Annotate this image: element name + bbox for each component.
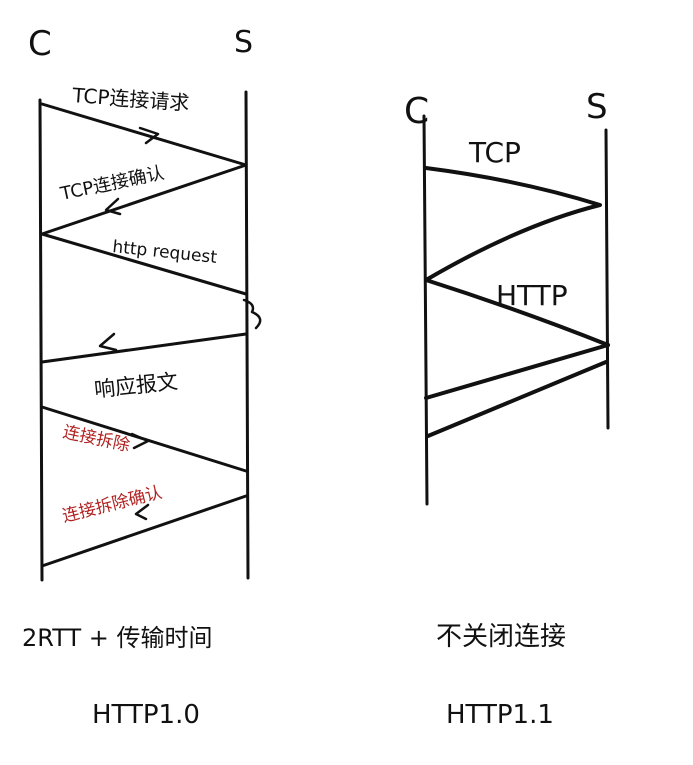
http11-http-request-line	[424, 278, 610, 347]
http10-wait-squiggle	[242, 298, 262, 330]
http10-client-timeline	[38, 98, 44, 582]
http11-http-response-line	[424, 343, 610, 400]
http10-teardown-confirm-arrowhead	[134, 503, 150, 521]
http10-diagram: C S TCP连接请求 TCP连接确认 http request 响应报文 连接…	[22, 24, 262, 730]
http10-response-arrowhead	[98, 332, 118, 352]
http10-tcp-request-line	[40, 102, 248, 167]
http10-teardown-confirm-line	[40, 494, 248, 568]
http10-tcp-confirm-arrowhead	[104, 197, 122, 216]
http10-label-http-request: http request	[111, 237, 218, 268]
http10-teardown-arrowhead	[130, 432, 150, 450]
http11-note: 不关闭连接	[436, 622, 566, 652]
http10-label-tcp-request: TCP连接请求	[71, 83, 190, 115]
http11-next-request-line	[426, 360, 608, 438]
http10-version-title: HTTP1.0	[92, 700, 200, 730]
http10-formula: 2RTT + 传输时间	[22, 624, 212, 652]
http10-tcp-confirm-line	[40, 163, 248, 236]
http10-tcp-request-arrowhead	[138, 126, 160, 145]
http10-client-label: C	[28, 24, 52, 64]
http10-server-label: S	[234, 25, 253, 60]
http11-server-label: S	[586, 87, 608, 127]
http10-label-teardown-confirm: 连接拆除确认	[60, 483, 164, 527]
http11-tcp-exchange	[424, 166, 602, 282]
http10-response-line	[40, 332, 248, 364]
http10-http-request-line	[40, 232, 248, 296]
http11-client-timeline	[422, 114, 429, 506]
http11-label-http: HTTP	[496, 279, 568, 312]
http10-label-response: 响应报文	[93, 369, 179, 402]
http11-server-timeline	[604, 128, 610, 430]
http10-label-teardown: 连接拆除	[61, 422, 132, 456]
http11-version-title: HTTP1.1	[446, 700, 554, 730]
http11-label-tcp: TCP	[468, 136, 521, 169]
http11-diagram: C S TCP HTTP 不关闭连接 HTTP1.1	[404, 87, 610, 730]
